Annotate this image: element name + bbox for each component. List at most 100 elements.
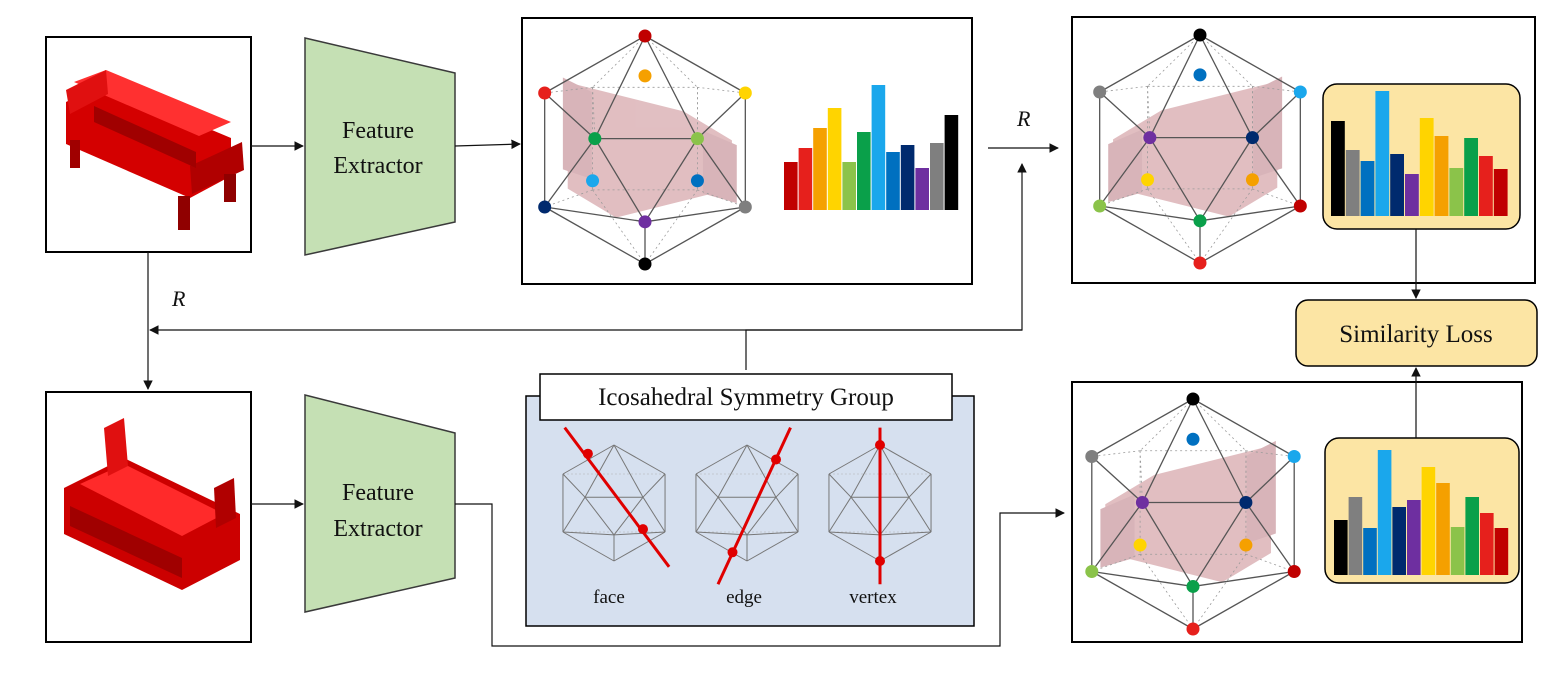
icosahedron-sphere-bottom	[1085, 392, 1301, 636]
icosahedron-edge	[1141, 398, 1194, 503]
axis-intersection-dot	[875, 556, 885, 566]
histogram-bar	[1360, 161, 1375, 216]
histogram-bar	[1450, 527, 1465, 575]
histogram-bar	[1390, 154, 1404, 216]
hidden-edge	[592, 87, 596, 139]
sphere-vertex-dot	[1085, 450, 1099, 463]
mini-icosahedron-edge	[879, 496, 910, 536]
sofa-cushion	[94, 106, 196, 168]
icosahedron-edge	[644, 206, 746, 223]
mini-icosahedron-edge	[908, 496, 932, 533]
histogram-bar	[1464, 138, 1478, 216]
axis-intersection-dot	[638, 524, 648, 535]
histogram-bar	[827, 108, 842, 210]
icosahedron-edge	[1091, 502, 1143, 572]
icosahedron-edge	[1099, 205, 1201, 264]
histogram-bar	[1334, 520, 1348, 575]
icosahedron-edge	[644, 35, 699, 139]
axis-intersection-dot	[771, 454, 781, 465]
icosahedron-edge	[644, 35, 746, 94]
mini-icosahedron-edge	[717, 444, 748, 498]
icosahedron-edge	[1245, 502, 1295, 572]
sofa-silhouette	[1100, 440, 1276, 583]
mini-icosahedron-edge	[746, 496, 777, 536]
mini-icosahedron-edge	[562, 531, 615, 562]
sofa-silhouette-body	[1113, 81, 1278, 217]
histogram-bar	[813, 128, 827, 210]
icosahedron-edge	[696, 138, 746, 208]
sofa-seat-top	[80, 464, 224, 536]
mini-icosahedron-edge	[828, 531, 881, 562]
sphere-vertex-dot	[1143, 131, 1157, 145]
hidden-edge	[1147, 86, 1151, 138]
icosahedron-edge	[1099, 34, 1201, 93]
feature-extractor-bottom-label-line2: Extractor	[333, 516, 422, 542]
icosahedron-edge	[1199, 205, 1301, 222]
histogram-bar	[1465, 497, 1479, 575]
sphere-vertex-dot	[538, 86, 552, 100]
axis-label-face: face	[593, 587, 625, 608]
sphere-vertex-dot	[690, 174, 704, 188]
histogram-bar	[1348, 497, 1363, 575]
mini-icosahedron-edge	[879, 531, 932, 536]
sphere-vertex-dot	[1293, 85, 1307, 99]
hidden-edge	[1091, 553, 1141, 572]
mini-icosahedron-edge	[562, 496, 586, 533]
sphere-vertex-dot	[1245, 173, 1259, 187]
sphere-vertex-dot	[1239, 538, 1253, 552]
histogram-bar	[1363, 528, 1377, 575]
sphere-vertex-dot	[638, 29, 652, 43]
hidden-edge	[1147, 34, 1201, 87]
icosahedron-edge	[1192, 398, 1295, 458]
hidden-edge	[1199, 34, 1253, 87]
hidden-edge	[1245, 553, 1295, 572]
histogram-bar	[1392, 507, 1406, 575]
mini-icosahedron-edge	[828, 473, 852, 498]
histogram-bar	[1331, 121, 1345, 216]
icosahedron-edge	[1091, 570, 1194, 588]
mini-icosahedron-edge	[695, 531, 748, 536]
hidden-edge	[1192, 398, 1247, 452]
icosahedron-sphere-rotated	[1093, 28, 1307, 270]
histogram-bar	[842, 162, 856, 210]
hidden-edge	[1252, 188, 1301, 207]
icosahedron-edge	[1091, 398, 1194, 458]
sofa-silhouette-arm	[562, 77, 592, 179]
sphere-vertex-dot	[1287, 565, 1301, 578]
axis-label-vertex: vertex	[849, 587, 897, 608]
icosahedron-edge	[1199, 205, 1301, 264]
similarity-loss-box	[1295, 299, 1538, 367]
feature-extractor-top-label-line1: Feature	[342, 118, 414, 144]
histogram-bar	[871, 85, 886, 210]
hidden-edge	[1192, 554, 1247, 630]
sphere-vertex-dot	[588, 132, 602, 146]
hidden-edge	[1252, 85, 1301, 93]
sphere-vertex-dot	[690, 132, 704, 146]
sofa-leg	[224, 174, 236, 202]
sphere-vertex-dot	[638, 257, 652, 271]
mini-icosahedron-edge	[746, 531, 799, 562]
sphere-vertex-dot	[1239, 496, 1253, 509]
hidden-edge	[644, 189, 698, 265]
sphere-vertex-dot	[1186, 432, 1200, 446]
histogram-bar	[900, 145, 915, 210]
feature-histogram-rotated	[1331, 91, 1508, 216]
sofa-right-arm	[190, 142, 244, 194]
icosahedron-edge	[1199, 34, 1254, 138]
icosahedron-edge	[594, 35, 646, 139]
sofa-silhouette-arm	[1100, 494, 1135, 568]
mini-icosahedron-edge	[850, 496, 881, 536]
sphere-vertex-dot	[638, 215, 652, 229]
histogram-bar	[915, 168, 929, 210]
sphere-vertex-dot	[1186, 579, 1200, 593]
rotated-sofa-3d-model-icon	[64, 418, 240, 590]
flow-arrows	[143, 139, 1421, 647]
sofa-silhouette-arm	[1246, 440, 1276, 544]
sphere-vertex-dot	[1245, 131, 1259, 145]
icosahedron-edge	[1099, 91, 1151, 139]
axis-label-edge: edge	[726, 587, 762, 608]
feature-histogram-top	[784, 85, 959, 210]
feature-extractor-top-label-line2: Extractor	[333, 153, 422, 179]
mini-icosahedron-edge	[850, 444, 881, 498]
